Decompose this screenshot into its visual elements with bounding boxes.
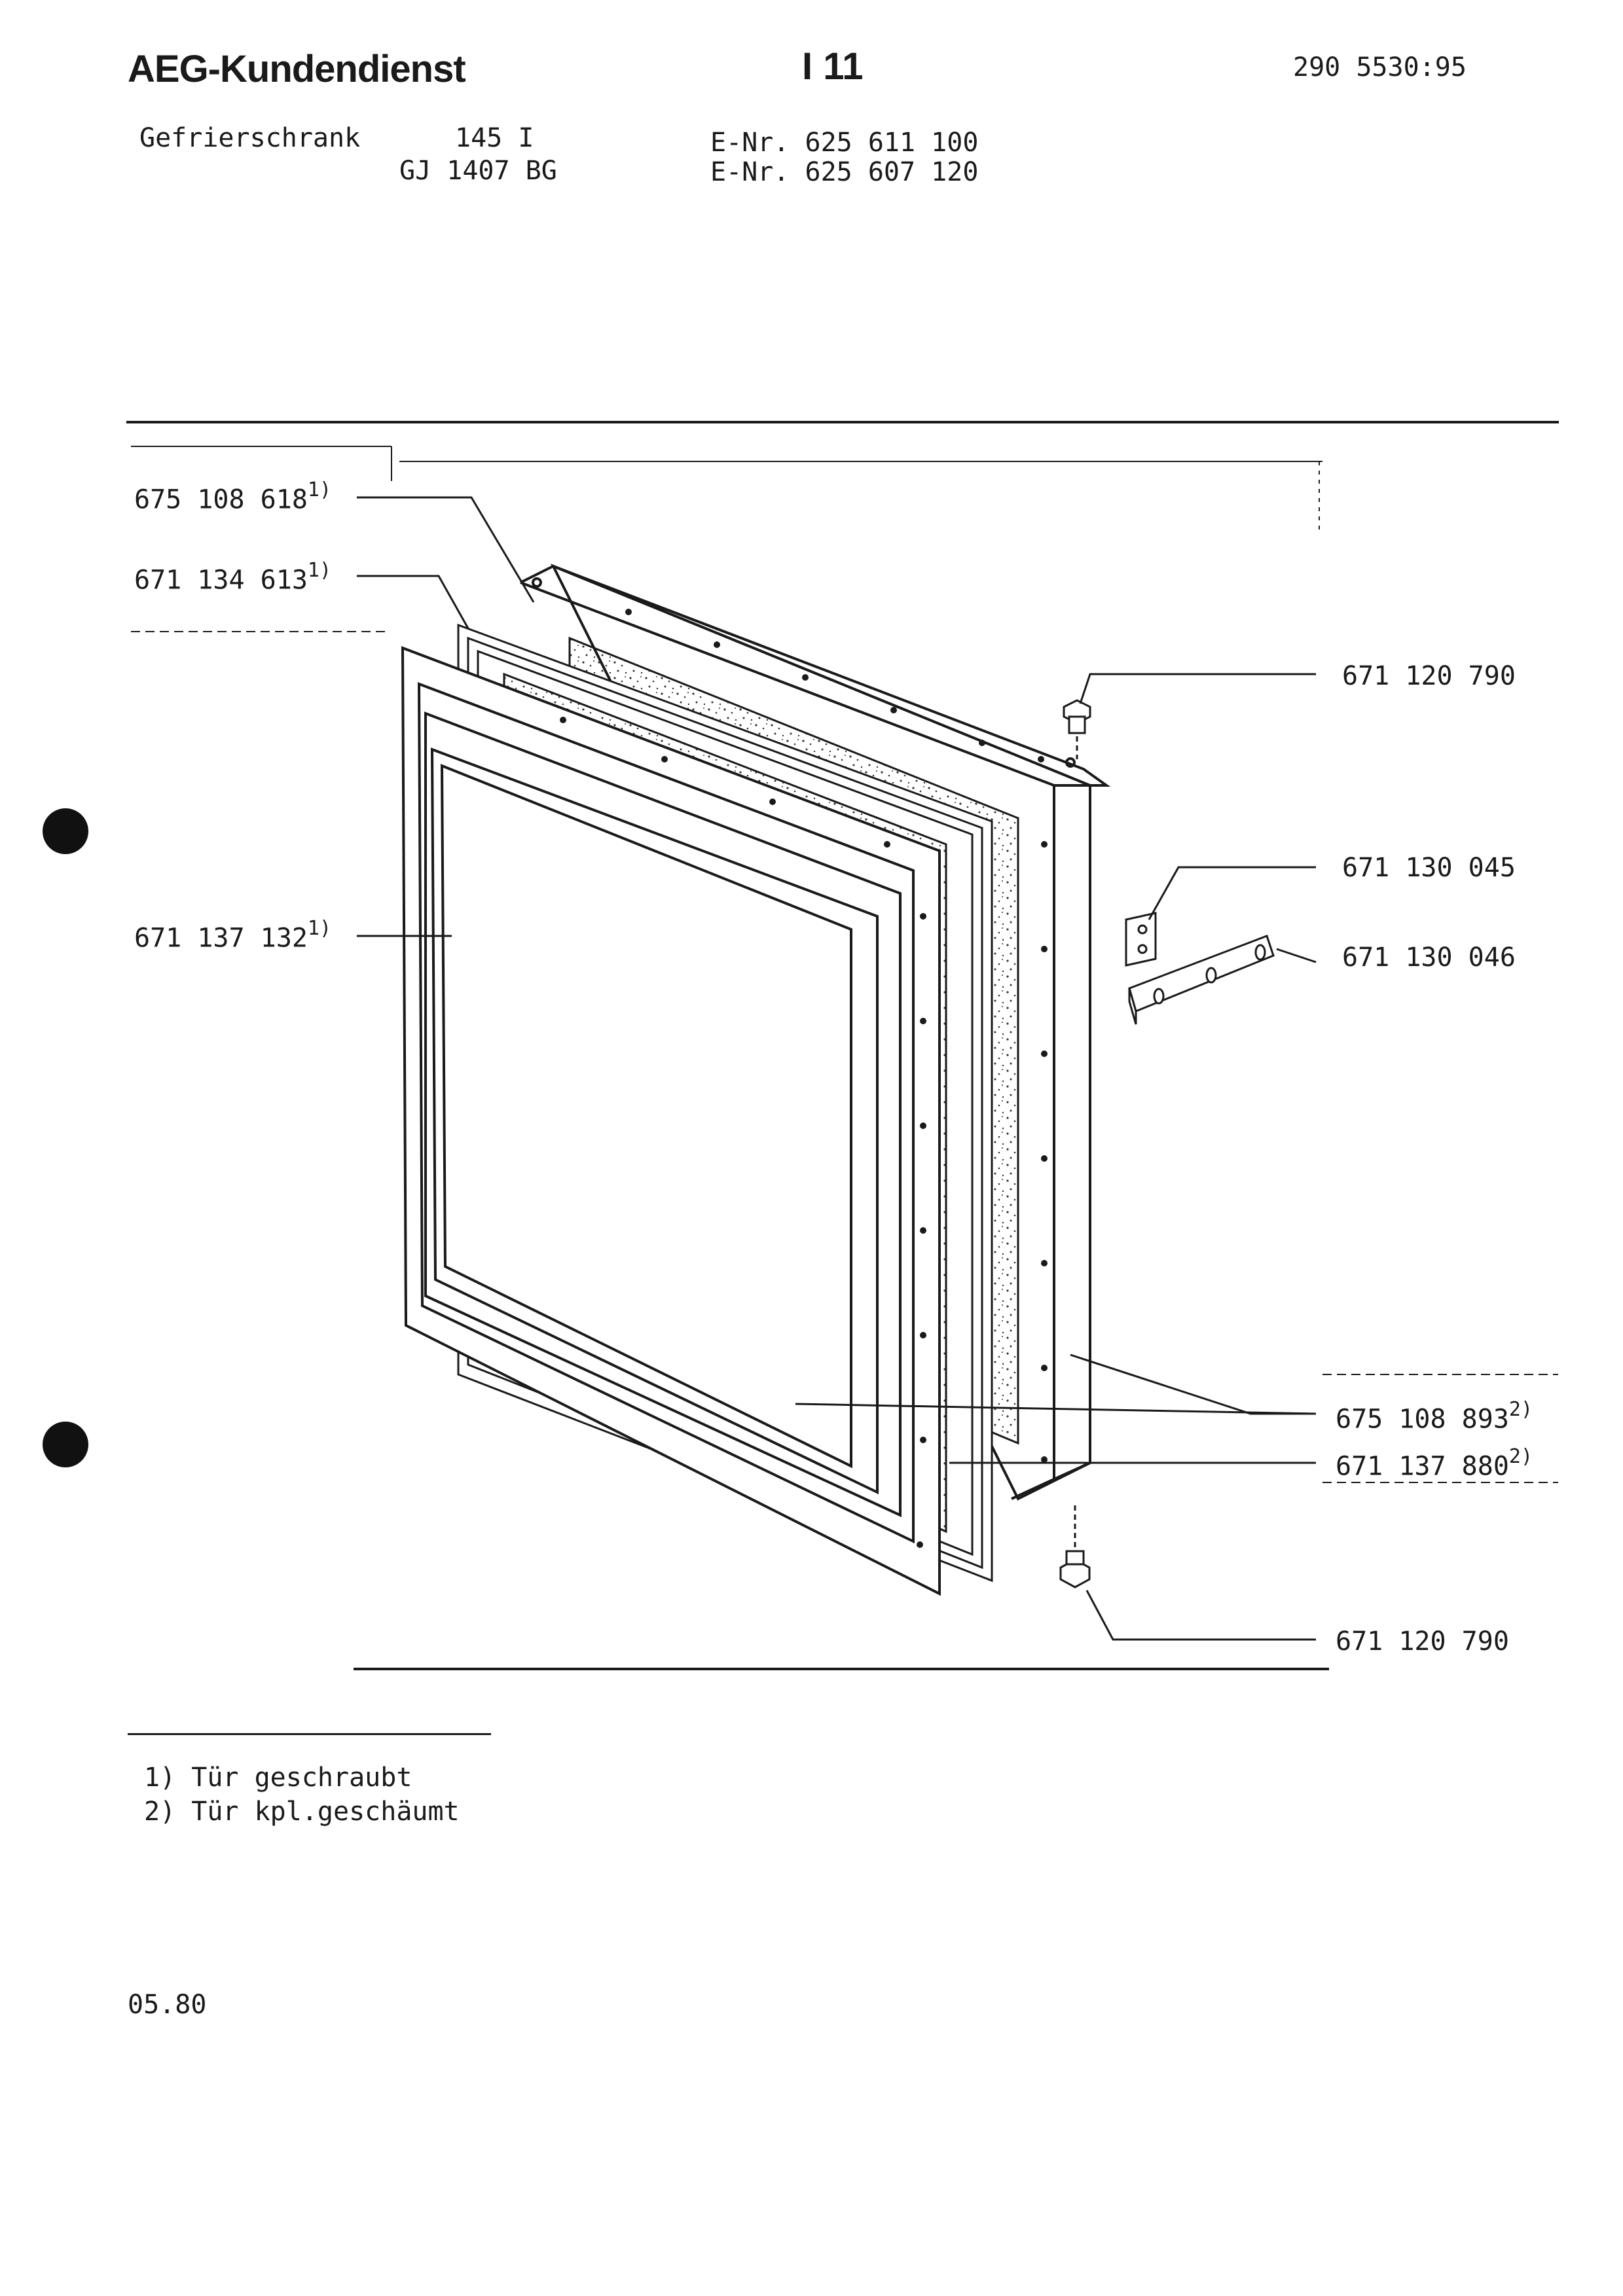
brand-title: AEG-Kundendienst [128, 48, 466, 90]
part-number-label: 671 134 6131) [134, 559, 332, 596]
annotation-bracket [131, 446, 1558, 1483]
footnote-1: 1) Tür geschraubt [144, 1763, 412, 1793]
part-number-label: 675 108 6181) [134, 478, 332, 515]
hinge-pin-top [1063, 699, 1091, 734]
part-number-label: 671 130 046 [1342, 942, 1516, 973]
leader-lines [357, 496, 1317, 1641]
revision-date: 05.80 [128, 1990, 207, 2020]
product-type: Gefrierschrank [139, 123, 361, 153]
part-number-label: 671 130 045 [1342, 853, 1516, 883]
part-number-label: 671 120 790 [1336, 1626, 1509, 1657]
inner-door-liner [401, 646, 941, 1596]
enr-number-2: E-Nr. 625 607 120 [710, 157, 979, 187]
punch-hole-top [43, 808, 88, 854]
hinge-pin-bottom [1059, 1550, 1091, 1588]
punch-hole-bottom [43, 1422, 88, 1467]
section-divider-bottom [354, 1668, 1329, 1670]
part-number-label: 675 108 8932) [1336, 1398, 1533, 1435]
hinge-plate-part [1128, 935, 1275, 1025]
inner-liner-screw-dots [560, 717, 926, 1548]
model-number-2: GJ 1407 BG [399, 156, 557, 186]
document-number: 290 5530:95 [1293, 52, 1467, 82]
footnote-2: 2) Tür kpl.geschäumt [144, 1797, 460, 1827]
bracket-part [1125, 912, 1157, 967]
footnote-divider [128, 1733, 491, 1735]
page-number: I 11 [802, 45, 864, 88]
part-number-label: 671 120 790 [1342, 661, 1516, 691]
section-divider-top [126, 421, 1559, 423]
model-number-1: 145 I [455, 123, 534, 153]
enr-number-1: E-Nr. 625 611 100 [710, 128, 979, 158]
part-number-label: 671 137 8802) [1336, 1445, 1533, 1482]
outer-panel-screw-dots [625, 609, 1048, 1463]
part-number-label: 671 137 1321) [134, 917, 332, 954]
